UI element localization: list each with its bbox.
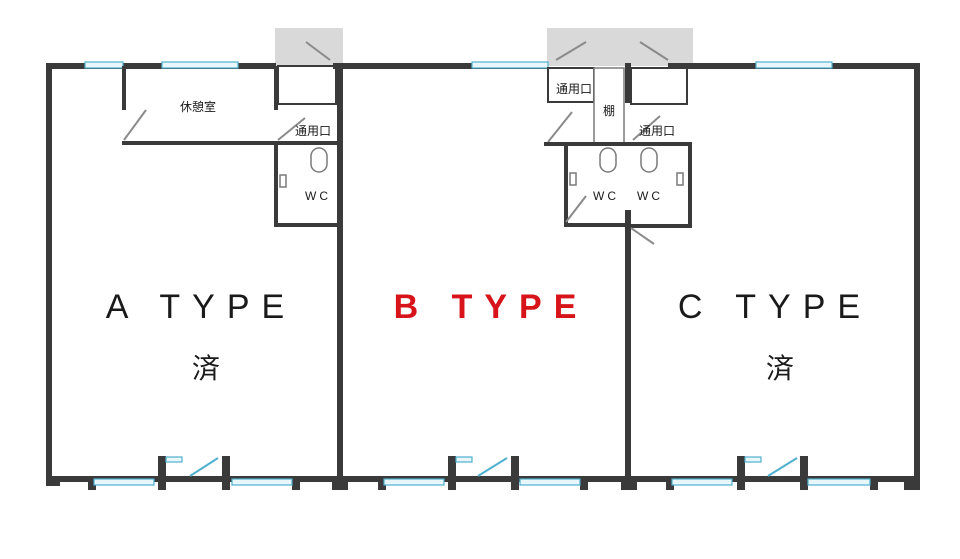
pillar xyxy=(332,476,348,490)
wc-wall xyxy=(628,224,692,228)
entrance-door xyxy=(767,457,798,477)
pillar xyxy=(448,456,456,490)
wall-left xyxy=(46,63,52,481)
rest-room-label: 休憩室 xyxy=(180,99,216,114)
pillar xyxy=(870,480,878,490)
wc-label-c: WC xyxy=(637,189,663,203)
wall-bottom xyxy=(46,476,920,482)
rest-room-wall xyxy=(122,66,126,110)
wc-wall xyxy=(564,223,628,227)
wall-c-top xyxy=(625,63,631,103)
corridor-label-c: 通用口 xyxy=(639,124,675,138)
corridor-door xyxy=(547,111,573,143)
corridor-a xyxy=(277,65,337,105)
window xyxy=(383,478,445,486)
rest-room-wall xyxy=(122,141,340,145)
pillar xyxy=(378,480,386,490)
wc-label-a: WC xyxy=(305,189,331,203)
door-frame xyxy=(744,456,762,463)
window xyxy=(93,478,155,486)
corridor-label-a: 通用口 xyxy=(295,124,331,138)
wall-divider-ab xyxy=(337,63,343,481)
corridor-c xyxy=(630,67,688,105)
corridor-label-b: 通用口 xyxy=(556,82,592,96)
door-frame xyxy=(165,456,183,463)
wc-wall xyxy=(274,223,340,227)
pillar xyxy=(580,480,588,490)
entrance-area-a xyxy=(275,28,343,66)
window xyxy=(519,478,581,486)
unit-a-name: A TYPE xyxy=(106,288,296,326)
pillar xyxy=(46,476,60,486)
window xyxy=(231,478,293,486)
toilet-icon xyxy=(310,147,328,173)
wc-door xyxy=(630,227,655,245)
wc-wall xyxy=(628,142,692,146)
pillar xyxy=(222,456,230,490)
wall-right xyxy=(914,63,920,481)
sink-icon xyxy=(569,172,577,186)
entrance-door xyxy=(639,41,669,61)
sink-icon xyxy=(279,174,287,188)
entrance-area-bc xyxy=(547,28,693,66)
wall-divider-bc xyxy=(625,210,631,481)
wc-wall xyxy=(564,145,568,227)
unit-c-status: 済 xyxy=(766,352,794,385)
window xyxy=(671,478,733,486)
door-frame xyxy=(455,456,473,463)
pillar xyxy=(904,476,920,490)
entrance-door xyxy=(477,457,508,477)
entrance-door xyxy=(555,41,587,61)
pillar xyxy=(737,456,745,490)
unit-b-name: B TYPE xyxy=(394,288,589,326)
corridor-door xyxy=(277,117,306,141)
pillar xyxy=(666,480,674,490)
entrance-door xyxy=(189,457,219,477)
pillar xyxy=(800,456,808,490)
corridor-door xyxy=(632,115,661,141)
window xyxy=(471,61,549,69)
rest-room-door xyxy=(123,109,147,141)
wc-label-b: WC xyxy=(593,189,619,203)
shelf-icon xyxy=(593,67,625,145)
toilet-icon xyxy=(599,147,617,173)
pillar xyxy=(511,456,519,490)
sink-icon xyxy=(676,172,684,186)
window xyxy=(161,61,239,69)
window xyxy=(807,478,871,486)
window xyxy=(84,61,124,69)
wc-wall xyxy=(274,145,278,227)
rest-room-wall xyxy=(274,66,278,110)
wall-top-a2 xyxy=(333,63,548,69)
wc-door xyxy=(565,195,587,223)
window xyxy=(755,61,833,69)
entrance-door xyxy=(305,41,331,61)
unit-c-name: C TYPE xyxy=(678,288,872,326)
shelf-label: 棚 xyxy=(603,103,615,118)
wc-wall xyxy=(544,142,628,146)
pillar xyxy=(158,456,166,490)
pillar xyxy=(621,476,637,490)
pillar xyxy=(88,480,96,490)
pillar xyxy=(292,480,300,490)
wc-wall xyxy=(688,142,692,228)
unit-a-status: 済 xyxy=(192,352,220,385)
toilet-icon xyxy=(640,147,658,173)
